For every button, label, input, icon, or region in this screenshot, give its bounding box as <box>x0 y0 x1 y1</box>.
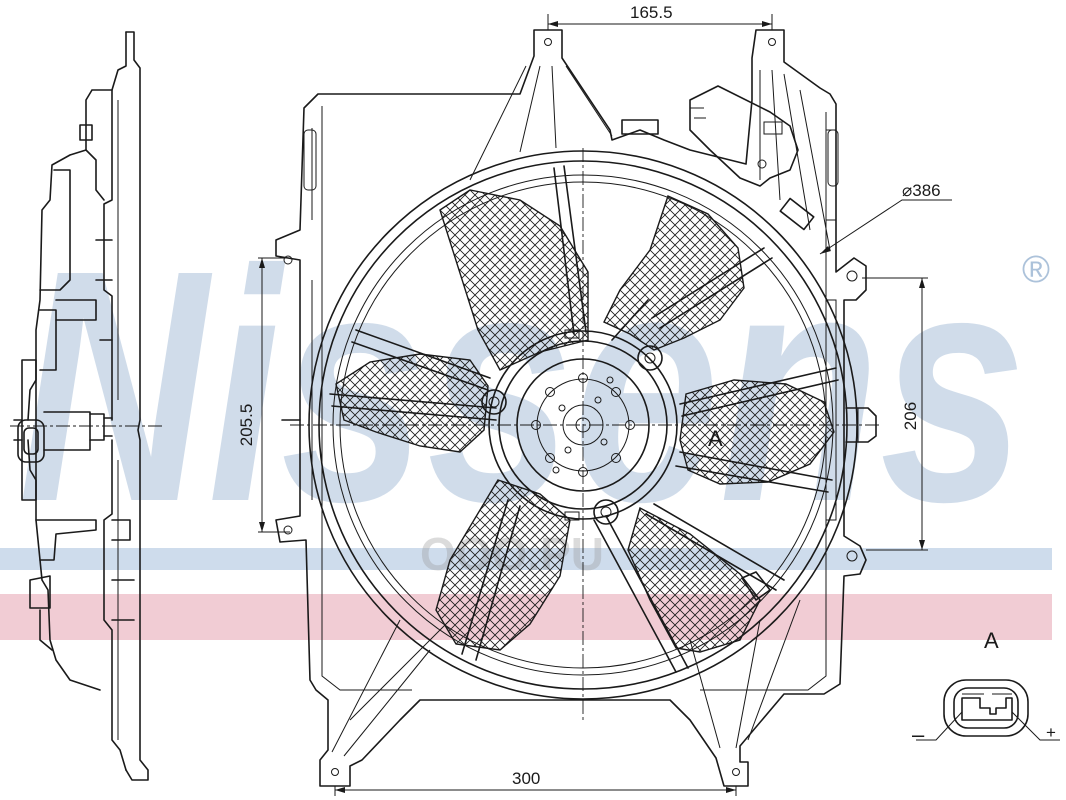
connector-detail: A – + <box>912 628 1060 747</box>
dimension-bottom: 300 <box>334 769 737 796</box>
dimension-diameter: ⌀386 <box>819 181 952 255</box>
fan-blade <box>439 189 589 371</box>
dimension-fan-diameter: ⌀386 <box>902 181 941 200</box>
dimension-left: 205.5 <box>237 257 290 533</box>
dimension-right: 206 <box>862 277 928 551</box>
hub-bolt-holes <box>531 373 635 477</box>
dimension-right-height: 206 <box>901 402 920 430</box>
section-label: A <box>708 426 723 451</box>
fan-blade <box>603 195 745 351</box>
side-view <box>10 31 165 781</box>
watermark-registered-mark: ® <box>1022 249 1050 291</box>
connector-view-label: A <box>984 628 999 653</box>
connector-minus: – <box>912 722 925 747</box>
fan-blade <box>679 379 835 485</box>
hub-lugs <box>481 345 663 525</box>
dimension-bottom-width: 300 <box>512 769 540 788</box>
dimension-top: 165.5 <box>547 3 773 30</box>
front-view: A <box>275 29 880 787</box>
shroud-outline <box>275 29 867 787</box>
connector-plus: + <box>1046 723 1056 742</box>
fan-blade <box>335 353 489 453</box>
fan-spokes <box>329 165 839 673</box>
dimension-left-height: 205.5 <box>237 404 256 447</box>
dimension-top-width: 165.5 <box>630 3 673 22</box>
